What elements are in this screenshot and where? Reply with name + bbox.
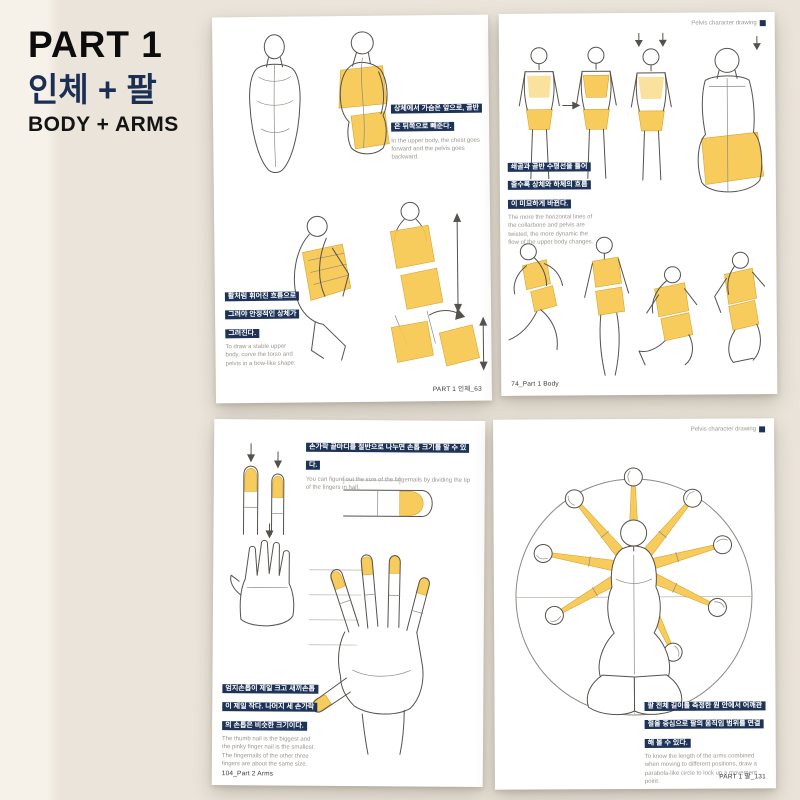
book-page-arm-rotation: Pelvis character drawing 팔 전체 길이를 측정한 원 … xyxy=(493,418,776,790)
page-header-text: Pelvis character drawing xyxy=(691,20,757,27)
page-header-text: Pelvis character drawing xyxy=(690,426,757,433)
arm-sketch xyxy=(533,544,630,575)
book-page-pelvis-poses: Pelvis character drawing 쇄골과 골반 수평선을 틀어줄… xyxy=(498,12,778,396)
page3-artwork xyxy=(230,443,433,755)
caption-block: 쇄골과 골반 수평선을 틀어줄수록 상체와 하체의 흐름이 미묘하게 바뀐다. … xyxy=(507,155,595,247)
caption-block: 활처럼 휘어진 흐름으로 그려야 안정적인 상체가 그려진다. To draw … xyxy=(224,285,300,369)
caption-english: The more the horizontal lines of the col… xyxy=(508,214,594,246)
large-torso-sketch xyxy=(697,36,765,193)
small-hand-sketch xyxy=(230,523,295,627)
caption-english: The thumb nail is the biggest and the pi… xyxy=(221,735,316,768)
tilt-squares-sketch xyxy=(390,307,488,371)
caption-block: 상체에서 가슴은 앞으로, 골반은 뒤쪽으로 빼준다. In the upper… xyxy=(390,97,483,163)
caption-english: To know the length of the arms combined … xyxy=(644,753,757,785)
bent-figure-sketch xyxy=(293,215,352,361)
part-label: PART 1 xyxy=(28,24,163,65)
running-figure-sketch xyxy=(508,243,564,351)
front-figure-sketch xyxy=(630,32,672,181)
arm-rotation-diagram xyxy=(515,467,753,716)
caption-english: In the upper body, the chest goes forwar… xyxy=(391,137,480,161)
caption-korean: 팔 전체 길이를 측정한 원 안에서 어깨관절을 중심으로 팔의 움직임 범위를… xyxy=(644,701,766,748)
corner-tab xyxy=(759,426,766,433)
arm-sketch xyxy=(637,535,733,574)
caption-korean: 상체에서 가슴은 앞으로, 골반은 뒤쪽으로 빼준다. xyxy=(390,103,483,132)
corner-tab xyxy=(759,20,766,27)
page1-artwork xyxy=(249,31,488,371)
center-torso-sketch xyxy=(586,519,683,716)
box-figure-sketch xyxy=(389,201,462,346)
caption-block: 손가락 끝마디를 절반으로 나누면 손톱 크기를 알 수 있다. You can… xyxy=(306,436,474,493)
caption-english: You can figure out the size of the finge… xyxy=(305,476,471,491)
book-page-hands: 손가락 끝마디를 절반으로 나누면 손톱 크기를 알 수 있다. You can… xyxy=(211,419,486,787)
page-header: Pelvis character drawing xyxy=(690,426,766,433)
standing-figure-sketch xyxy=(584,236,630,376)
title-korean: 인체 + 팔 xyxy=(28,70,157,108)
side-torso-sketch xyxy=(338,31,390,155)
page-number: PART 1 인체_63 xyxy=(432,385,482,394)
caption-korean: 활처럼 휘어진 흐름으로 그려야 안정적인 상체가 그려진다. xyxy=(224,291,300,338)
back-torso-sketch xyxy=(249,34,301,174)
caption-english: To draw a stable upper body, curve the t… xyxy=(225,343,296,367)
caption-korean: 엄지손톱이 제일 크고 새끼손톱이 제일 작다. 나머지 세 손가락의 손톱은 … xyxy=(222,684,318,731)
seated-figure-sketch xyxy=(714,251,766,363)
title-english: BODY + ARMS xyxy=(28,113,179,137)
page-number: PART 1 팔_131 xyxy=(719,773,766,781)
book-page-body-flow: 상체에서 가슴은 앞으로, 골반은 뒤쪽으로 빼준다. In the upper… xyxy=(211,14,493,404)
finger-studies-sketch xyxy=(242,443,433,536)
caption-korean: 쇄골과 골반 수평선을 틀어줄수록 상체와 하체의 흐름이 미묘하게 바뀐다. xyxy=(507,162,591,209)
page-number: 74_Part 1 Body xyxy=(511,380,559,388)
page-number: 104_Part 2 Arms xyxy=(221,770,274,778)
page-header: Pelvis character drawing xyxy=(691,20,766,27)
page2-artwork xyxy=(508,32,766,376)
crouch-figure-sketch xyxy=(638,266,698,366)
caption-block: 엄지손톱이 제일 크고 새끼손톱이 제일 작다. 나머지 세 손가락의 손톱은 … xyxy=(222,677,319,769)
large-hand-sketch xyxy=(308,554,430,755)
title-block: PART 1 인체 + 팔 BODY + ARMS xyxy=(28,24,179,137)
front-figure-sketch xyxy=(518,47,560,180)
caption-korean: 손가락 끝마디를 절반으로 나누면 손톱 크기를 알 수 있다. xyxy=(305,442,470,471)
